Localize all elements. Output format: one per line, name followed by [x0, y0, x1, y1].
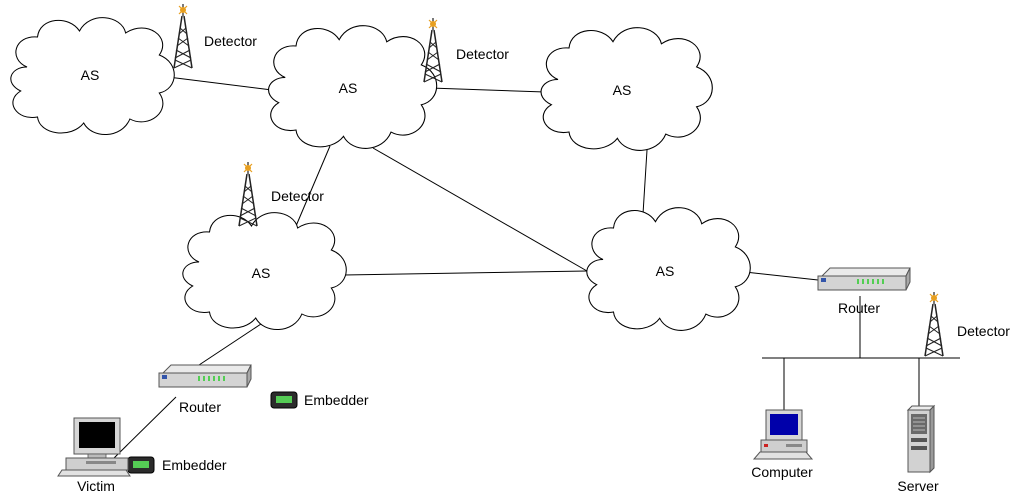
detector-tower-4 — [924, 291, 944, 357]
embedder-label-2: Embedder — [162, 457, 227, 473]
antenna-tower-icon — [173, 3, 193, 69]
lan-computer — [752, 409, 814, 460]
router-icon — [158, 364, 252, 388]
as-label-3: AS — [613, 82, 632, 98]
link-as4-router — [195, 321, 265, 368]
antenna-tower-icon — [924, 291, 944, 357]
as-label-2: AS — [339, 80, 358, 96]
link-as4-as5 — [343, 270, 588, 276]
links — [111, 76, 960, 461]
detector-label-4: Detector — [957, 323, 1010, 339]
embedder-device-icon — [127, 456, 155, 474]
lan-server — [906, 404, 936, 474]
detector-label-3: Detector — [271, 188, 324, 204]
as-label-1: AS — [81, 67, 100, 83]
link-router-victim — [111, 396, 177, 461]
link-as5-router2 — [744, 271, 819, 281]
antenna-tower-icon — [238, 161, 258, 227]
detector-label-1: Detector — [204, 33, 257, 49]
server-tower-icon — [906, 404, 936, 474]
desktop-computer-icon — [752, 409, 814, 460]
victim-label: Victim — [77, 478, 115, 491]
computer-label: Computer — [751, 464, 813, 480]
detector-tower-3 — [238, 161, 258, 227]
router-label-victim: Router — [179, 399, 221, 415]
detector-label-2: Detector — [456, 46, 509, 62]
as-label-5: AS — [656, 263, 675, 279]
router-victim-side — [158, 364, 252, 388]
link-as1-as2 — [167, 76, 273, 91]
embedder-device-1 — [270, 391, 298, 409]
desktop-computer-icon — [57, 417, 131, 477]
link-as2-as3 — [429, 87, 546, 93]
victim-computer — [57, 417, 131, 477]
embedder-label-1: Embedder — [304, 392, 369, 408]
server-label: Server — [897, 478, 939, 491]
router-label-server: Router — [838, 300, 880, 316]
link-as2-as4 — [295, 145, 331, 227]
router-server-side — [817, 267, 911, 291]
link-as2-as5 — [372, 147, 588, 272]
router-icon — [817, 267, 911, 291]
link-as3-as5 — [642, 149, 648, 215]
embedder-device-2 — [127, 456, 155, 474]
detector-tower-1 — [173, 3, 193, 69]
as-label-4: AS — [252, 265, 271, 281]
embedder-device-icon — [270, 391, 298, 409]
